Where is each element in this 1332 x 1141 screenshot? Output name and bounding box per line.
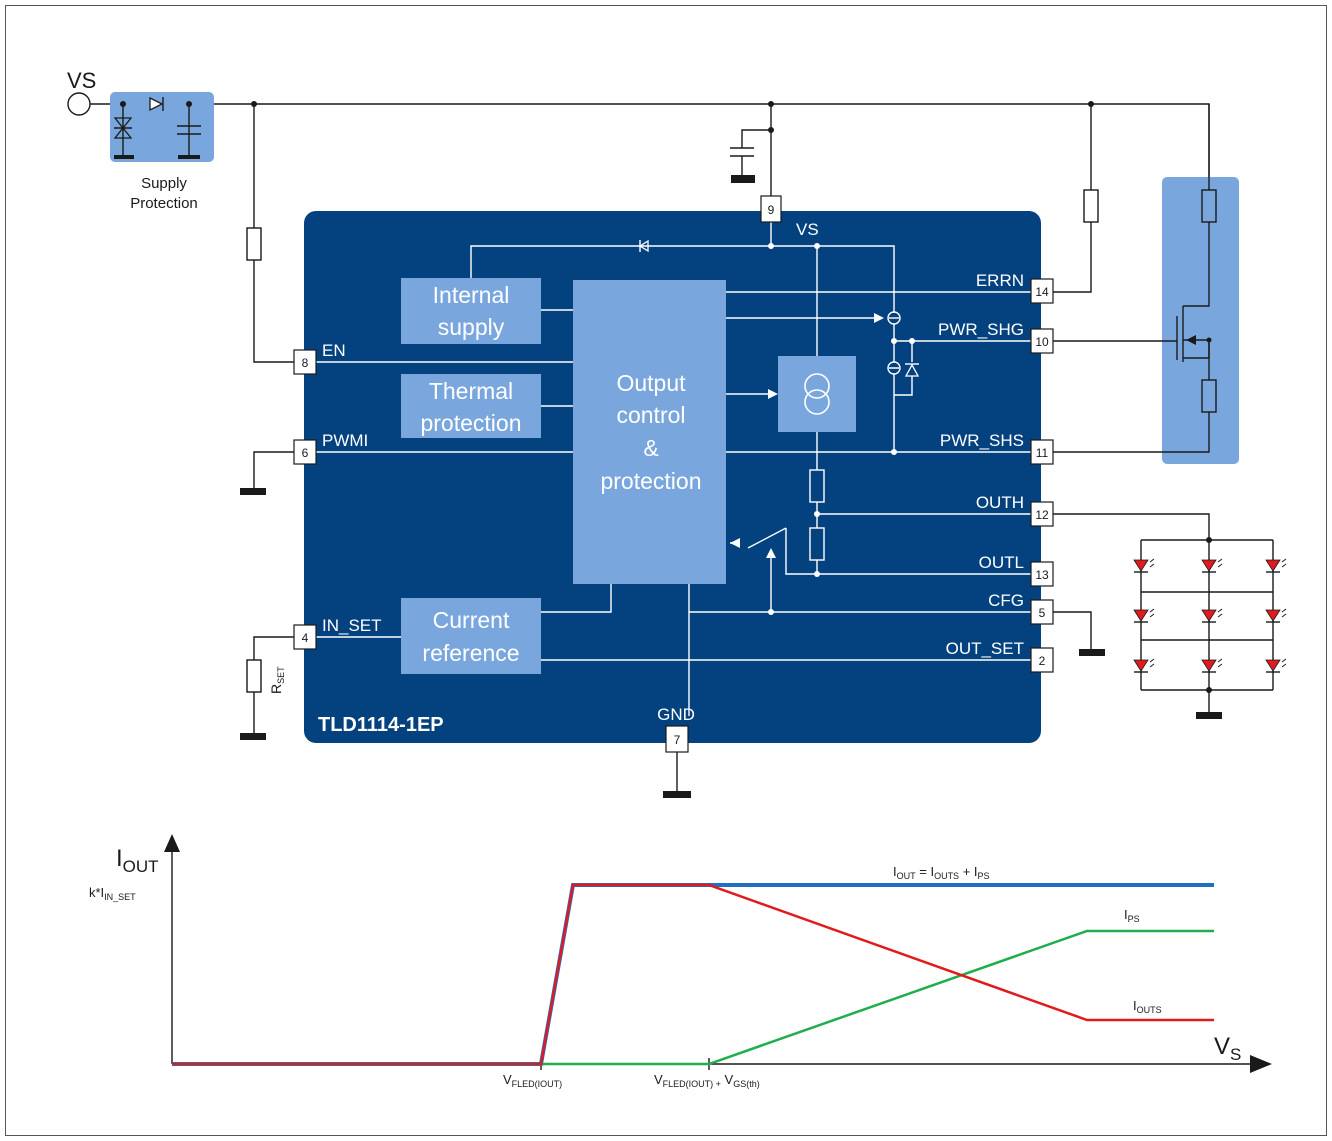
- label-ips: IPS: [1124, 907, 1140, 924]
- gnd-ground: [663, 752, 691, 798]
- pwmi-ground: [240, 451, 294, 495]
- svg-text:ERRN: ERRN: [976, 271, 1024, 290]
- svg-text:Thermal: Thermal: [429, 378, 513, 404]
- pin-boxes: 9 14 10 11 12 13 5 2 8 6 4 7: [293, 195, 1054, 753]
- output-control-block: Output control & protection: [573, 280, 726, 584]
- supply-protection-label-1: Supply: [141, 175, 187, 192]
- svg-text:OUTL: OUTL: [979, 553, 1024, 572]
- x-axis-title: VS: [1214, 1033, 1241, 1064]
- led-3-1: [1133, 658, 1155, 673]
- svg-text:protection: protection: [420, 410, 521, 436]
- svg-text:7: 7: [674, 733, 681, 747]
- supply-protection-block: Supply Protection: [110, 92, 214, 212]
- led-2-1: [1133, 608, 1155, 623]
- led-1-3: [1265, 558, 1287, 573]
- current-source-block: [778, 356, 856, 432]
- internal-wiring: [316, 222, 1031, 716]
- errn-pullup-resistor: [1052, 101, 1099, 293]
- svg-text:5: 5: [1039, 606, 1046, 620]
- rset-resistor: RSET: [240, 636, 294, 740]
- svg-text:RSET: RSET: [268, 666, 286, 694]
- vs-input-terminal: VS: [67, 68, 96, 116]
- y-tick-label: k*IIN_SET: [89, 885, 136, 902]
- led-array: [1053, 513, 1287, 719]
- graph: IOUT VS k*IIN_SET VFLED(IOUT) VFLED(IOUT…: [89, 834, 1272, 1089]
- svg-text:Internal: Internal: [433, 282, 510, 308]
- svg-text:4: 4: [302, 631, 309, 645]
- svg-text:9: 9: [768, 203, 775, 217]
- svg-text:Output: Output: [616, 370, 686, 396]
- svg-text:EN: EN: [322, 341, 346, 360]
- svg-text:10: 10: [1035, 335, 1049, 349]
- svg-text:8: 8: [302, 356, 309, 370]
- svg-text:control: control: [616, 402, 685, 428]
- x-tick-label-1: VFLED(IOUT): [503, 1072, 562, 1089]
- current-reference-block: Current reference: [401, 598, 541, 674]
- en-pullup-resistor: [246, 101, 296, 363]
- svg-text:IN_SET: IN_SET: [322, 616, 382, 635]
- series-iouts-total: [172, 883, 1214, 1066]
- vs-decoupling-capacitor: [730, 101, 774, 196]
- figure-frame: [5, 5, 1327, 1136]
- vs-input-label: VS: [67, 68, 96, 93]
- svg-text:OUTH: OUTH: [976, 493, 1024, 512]
- svg-text:Current: Current: [433, 607, 510, 633]
- svg-text:GND: GND: [657, 705, 695, 724]
- x-axis-arrow: [1250, 1055, 1272, 1073]
- led-1-1: [1133, 558, 1155, 573]
- svg-text:OUT_SET: OUT_SET: [946, 639, 1024, 658]
- supply-protection-label-2: Protection: [130, 195, 198, 212]
- top-rail-wire: [90, 103, 1210, 190]
- series-iouts: [172, 883, 1214, 1066]
- internal-supply-block: Internal supply: [401, 278, 541, 344]
- svg-text:reference: reference: [422, 640, 519, 666]
- svg-text:CFG: CFG: [988, 591, 1024, 610]
- svg-text:PWR_SHG: PWR_SHG: [938, 320, 1024, 339]
- svg-text:6: 6: [302, 446, 309, 460]
- led-3-2: [1201, 658, 1223, 673]
- series-ips: [172, 929, 1214, 1066]
- svg-text:PWR_SHS: PWR_SHS: [940, 431, 1024, 450]
- svg-text:PWMI: PWMI: [322, 431, 368, 450]
- label-iouts: IOUTS: [1133, 998, 1162, 1015]
- led-2-2: [1201, 608, 1223, 623]
- led-1-2: [1201, 558, 1223, 573]
- label-total: IOUT = IOUTS + IPS: [893, 864, 990, 881]
- cfg-ground: [1053, 611, 1105, 656]
- thermal-protection-block: Thermal protection: [401, 374, 541, 438]
- svg-text:11: 11: [1036, 446, 1049, 460]
- x-tick-label-2: VFLED(IOUT) + VGS(th): [654, 1072, 760, 1089]
- svg-text:2: 2: [1039, 654, 1046, 668]
- svg-text:14: 14: [1035, 285, 1049, 299]
- svg-text:protection: protection: [600, 468, 701, 494]
- svg-text:supply: supply: [438, 314, 505, 340]
- y-axis-title: IOUT: [116, 845, 159, 876]
- led-3-3: [1265, 658, 1287, 673]
- svg-text:&: &: [643, 435, 658, 461]
- svg-text:VS: VS: [796, 220, 819, 239]
- external-mosfet-block: [1052, 104, 1239, 464]
- y-axis-arrow: [164, 834, 180, 852]
- svg-text:12: 12: [1035, 508, 1049, 522]
- chip-name: TLD1114-1EP: [318, 714, 444, 736]
- svg-text:13: 13: [1035, 568, 1049, 582]
- internal-pin-labels: VS ERRN PWR_SHG PWR_SHS OUTH OUTL CFG OU…: [322, 220, 1024, 724]
- led-2-3: [1265, 608, 1287, 623]
